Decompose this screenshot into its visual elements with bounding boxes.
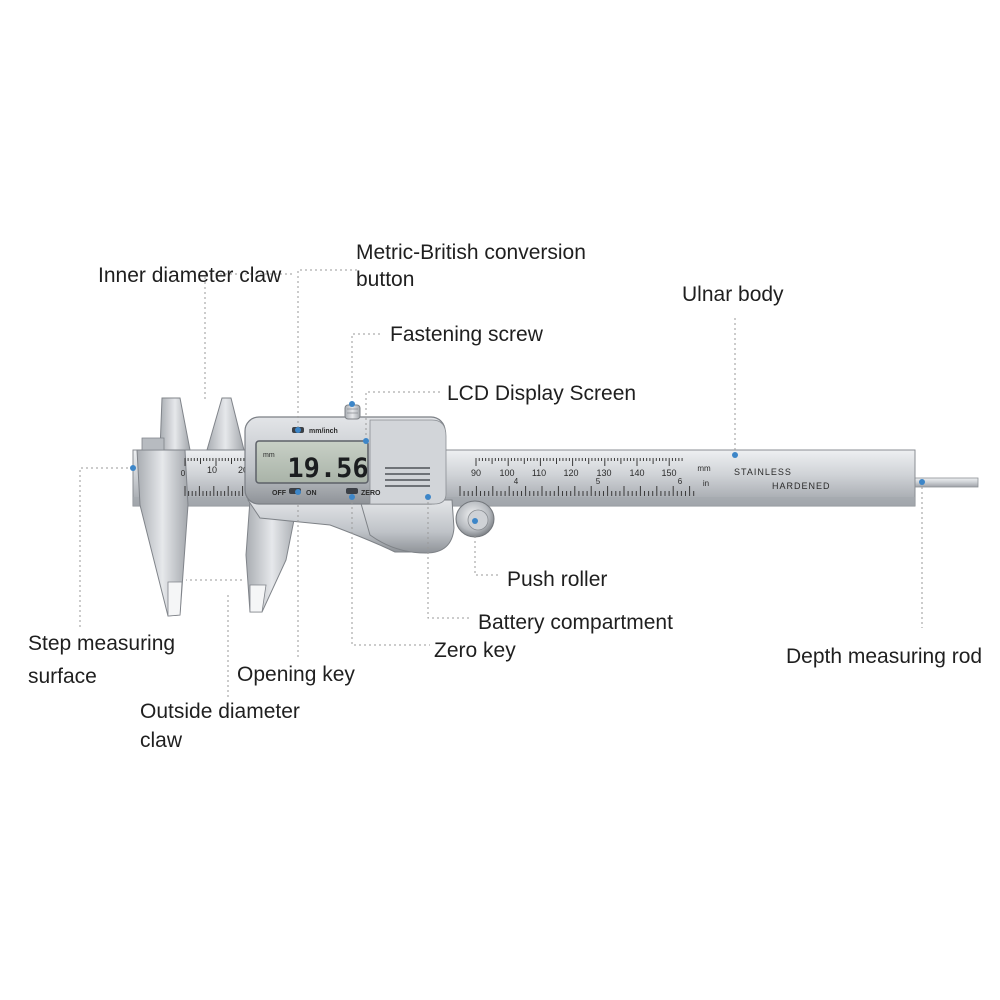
- label-metric-british-button: Metric-British conversion button: [356, 239, 586, 293]
- battery-compartment: [359, 499, 455, 554]
- label-line: button: [356, 268, 415, 291]
- label-battery-compartment: Battery compartment: [478, 611, 673, 634]
- inch-number: 5: [596, 477, 601, 486]
- sliding-inner-claw: [206, 397, 245, 451]
- scale-number: 150: [661, 468, 676, 478]
- label-line: Metric-British conversion: [356, 241, 586, 264]
- on-label: ON: [306, 490, 317, 497]
- label-line: Outside diameter: [140, 700, 300, 723]
- inch-number: 6: [678, 477, 683, 486]
- label-step-measuring-surface: Step measuring surface: [28, 630, 175, 690]
- label-ulnar-body: Ulnar body: [682, 283, 784, 306]
- leader-lines: [79, 269, 923, 700]
- grip-lines: [385, 467, 430, 487]
- callout-dots: [130, 401, 925, 524]
- scale-number: 20: [238, 465, 248, 475]
- inch-number: 4: [514, 477, 519, 486]
- label-line: claw: [140, 729, 183, 752]
- lcd-screen: [255, 440, 369, 484]
- scale-number: 10: [207, 465, 217, 475]
- off-label: OFF: [272, 490, 287, 497]
- scale-number: 100: [499, 468, 514, 478]
- mm-inch-label: mm/inch: [309, 428, 338, 435]
- engraving-hardened: HARDENED: [772, 481, 831, 491]
- fastening-screw[interactable]: [344, 404, 361, 420]
- lcd-unit: mm: [263, 452, 275, 459]
- fixed-inner-claw: [159, 397, 191, 451]
- lcd-reading: 19.56: [287, 453, 368, 484]
- label-depth-measuring-rod: Depth measuring rod: [786, 645, 983, 668]
- label-line: surface: [28, 665, 97, 688]
- label-fastening-screw: Fastening screw: [390, 323, 543, 346]
- scale-ticks: [184, 458, 695, 496]
- scale-number: 140: [629, 468, 644, 478]
- zero-button[interactable]: [346, 488, 358, 494]
- label-lcd-display: LCD Display Screen: [447, 382, 637, 405]
- label-outside-diameter-claw: Outside diameter claw: [140, 698, 300, 754]
- scale-number: 120: [563, 468, 578, 478]
- scale-number: 130: [596, 468, 611, 478]
- scale-number: 0: [181, 469, 186, 478]
- zero-label: ZERO: [361, 490, 381, 497]
- label-opening-key: Opening key: [237, 663, 355, 686]
- label-line: Step measuring: [28, 632, 176, 655]
- scale-unit: mm: [697, 464, 711, 473]
- scale-number: 110: [532, 468, 546, 478]
- label-zero-key: Zero key: [434, 639, 516, 662]
- engraving-stainless: STAINLESS: [734, 467, 792, 477]
- scale-unit: in: [703, 479, 709, 488]
- label-inner-diameter-claw: Inner diameter claw: [98, 264, 282, 287]
- scale-number: 90: [471, 468, 481, 478]
- label-push-roller: Push roller: [507, 568, 608, 591]
